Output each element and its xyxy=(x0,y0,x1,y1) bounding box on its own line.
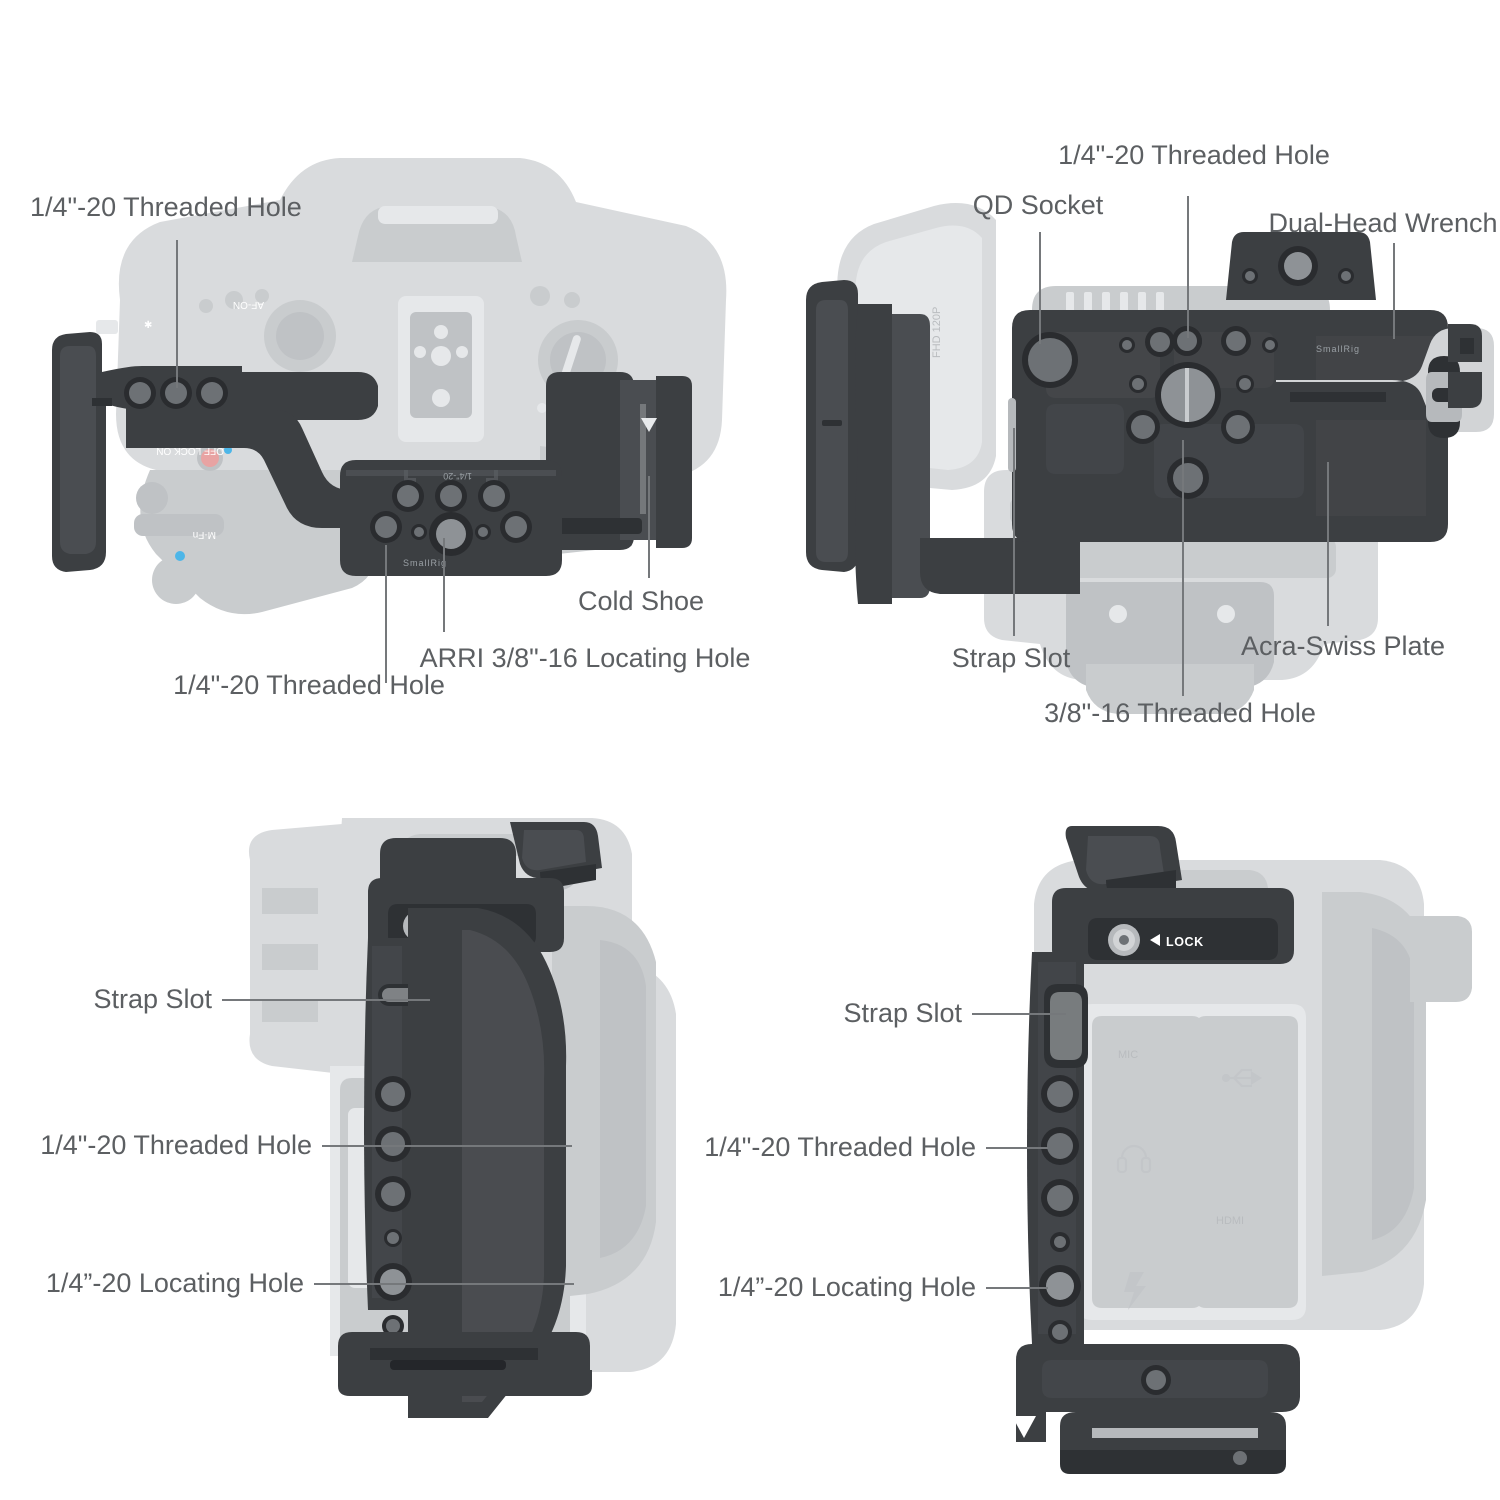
callout-br-locating: 1/4”-20 Locating Hole xyxy=(717,1272,976,1302)
strap-slot xyxy=(1008,398,1016,472)
cage-right-side: LOCK xyxy=(1012,826,1300,1474)
leader-tr-wrench xyxy=(1393,243,1395,339)
callout-tr-strap-slot: Strap Slot xyxy=(951,643,1071,673)
leader-bl-strap-slot xyxy=(222,999,430,1001)
brand-engraving: SmallRig xyxy=(403,558,447,568)
cage-left-wing xyxy=(806,280,1080,604)
top-view-illustration: AF-ON MODE OFF LOCK ON M-Fn ✱ xyxy=(52,158,727,615)
callout-bl-locating: 1/4”-20 Locating Hole xyxy=(45,1268,304,1298)
camera-marking-off-lock-on: OFF LOCK ON xyxy=(156,445,224,456)
leader-tr-threaded-quarter xyxy=(1187,196,1189,338)
leader-tl-cold-shoe xyxy=(648,476,650,578)
callout-tr-threaded-38: 3/8"-16 Threaded Hole xyxy=(1044,698,1316,728)
callout-tl-cold-shoe: Cold Shoe xyxy=(577,586,705,616)
hole-column-left xyxy=(374,1076,412,1337)
camera-marking-star: ✱ xyxy=(144,320,152,331)
top-rail-holes xyxy=(124,377,228,409)
plate-holes xyxy=(370,480,532,556)
acra-swiss-plate: SmallRig xyxy=(1008,232,1494,542)
leader-tr-strap-slot xyxy=(1013,428,1015,636)
callout-bl-threaded: 1/4"-20 Threaded Hole xyxy=(40,1130,312,1160)
camera-marking-mic: MIC xyxy=(1118,1049,1138,1061)
camera-marking-hdmi: HDMI xyxy=(1216,1215,1244,1227)
leader-bl-threaded xyxy=(322,1145,572,1147)
panel-top-view: AF-ON MODE OFF LOCK ON M-Fn ✱ xyxy=(0,0,760,740)
panel-bottom-view: FHD 120P xyxy=(760,0,1500,740)
leader-br-locating xyxy=(986,1287,1048,1289)
callout-tr-wrench: Dual-Head Wrench xyxy=(1268,208,1498,238)
leader-tr-arca-plate xyxy=(1327,462,1329,626)
callout-br-strap-slot: Strap Slot xyxy=(843,998,962,1028)
bottom-view-illustration: FHD 120P xyxy=(806,203,1494,714)
ghost-camera-right-side: MIC HDMI xyxy=(1034,860,1472,1330)
camera-marking-m-fn: M-Fn xyxy=(193,529,216,540)
callout-tr-threaded-quarter: 1/4"-20 Threaded Hole xyxy=(1058,140,1330,170)
hole-column-right xyxy=(1039,1075,1081,1344)
callout-br-threaded: 1/4"-20 Threaded Hole xyxy=(704,1132,976,1162)
svg-text:SmallRig: SmallRig xyxy=(1316,344,1360,354)
leader-br-strap-slot xyxy=(972,1013,1066,1015)
callout-tl-threaded-bottom: 1/4"-20 Threaded Hole xyxy=(173,670,445,700)
callout-tr-arca-plate: Acra-Swiss Plate xyxy=(1240,631,1446,661)
callout-tl-arri: ARRI 3/8"-16 Locating Hole xyxy=(419,643,751,673)
panel-right-side-view: MIC HDMI xyxy=(660,760,1500,1500)
leader-tr-threaded-38 xyxy=(1182,440,1184,696)
leader-bl-locating xyxy=(314,1283,574,1285)
callout-tr-qd-socket: QD Socket xyxy=(972,190,1104,220)
leader-tl-threaded-top xyxy=(176,240,178,388)
leader-tl-arri xyxy=(443,538,445,632)
panel-left-side-view: CARD OPEN xyxy=(0,760,760,1500)
callout-bl-strap-slot: Strap Slot xyxy=(93,984,212,1014)
svg-text:FHD 120P: FHD 120P xyxy=(931,307,943,358)
leader-tl-threaded-bottom xyxy=(385,545,387,683)
camera-marking-af-on: AF-ON xyxy=(233,299,264,310)
right-side-illustration: MIC HDMI xyxy=(1012,826,1472,1474)
leader-br-threaded xyxy=(986,1147,1048,1149)
callout-tl-threaded-top: 1/4"-20 Threaded Hole xyxy=(30,192,302,222)
lock-label-right: LOCK xyxy=(1166,935,1204,949)
cage-top-view: 1/4"-20 SmallRig xyxy=(52,332,692,576)
plate-engraving-quarter-20: 1/4"-20 xyxy=(443,471,472,481)
leader-tr-qd-socket xyxy=(1039,232,1041,344)
